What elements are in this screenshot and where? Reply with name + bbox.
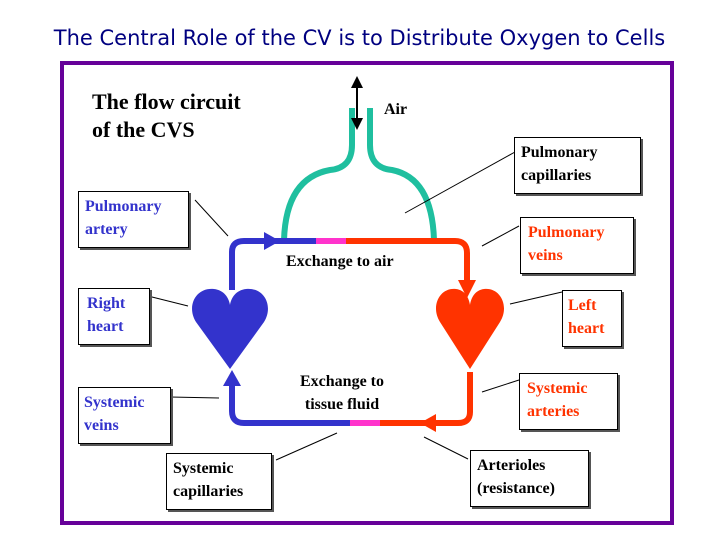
exchange-to-tissue-label: Exchange to tissue fluid [300,373,384,413]
right-heart-box: Right heart [78,288,150,345]
systemic-arteries-box: Systemic arteries [519,373,618,430]
pulmonary-artery-box: Pulmonary artery [78,191,189,248]
pulmonary-artery-arrow-icon [264,232,280,250]
right-heart-icon [192,288,268,369]
systemic-artery-vessel [378,372,473,426]
pulmonary-vein-arrow-icon [458,280,476,298]
systemic-veins-box: Systemic veins [78,387,171,444]
diagram-heading: The flow circuit of the CVS [92,89,241,142]
pulmonary-vein-vessel [346,238,470,290]
pointer-lines [147,151,563,461]
systemic-artery-arrow-icon [420,414,436,432]
pulmonary-artery-vessel [229,238,318,290]
exchange-to-air-label: Exchange to air [286,253,394,270]
page-title: The Central Role of the CV is to Distrib… [53,26,666,50]
systemic-capillaries-box: Systemic capillaries [166,453,272,510]
airway [281,108,437,241]
systemic-vein-vessel [229,386,350,426]
pulmonary-capillaries-box: Pulmonary capillaries [514,137,641,194]
left-heart-icon [435,288,505,369]
systemic-vein-arrow-icon [223,370,241,386]
air-label: Air [384,101,408,118]
pulmonary-veins-box: Pulmonary veins [520,217,634,274]
arterioles-box: Arterioles (resistance) [470,450,589,507]
left-heart-box: Left heart [562,290,622,347]
air-arrow-icon [351,76,363,130]
